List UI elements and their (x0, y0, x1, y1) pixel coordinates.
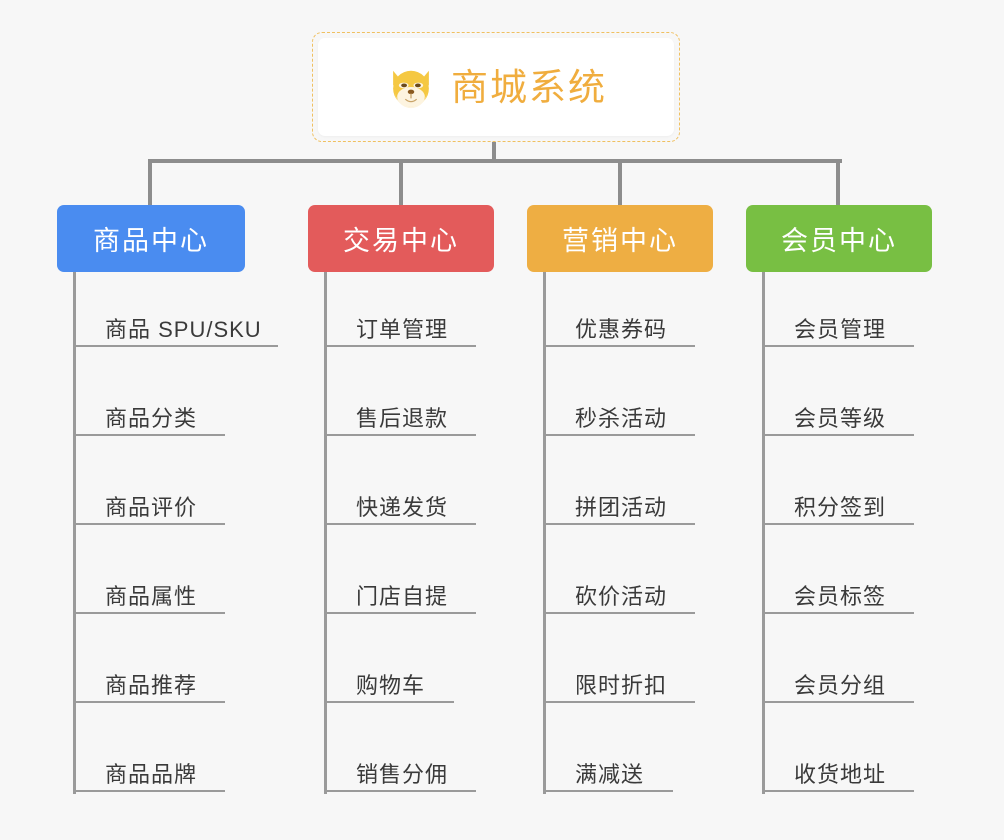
menu-item-rule (324, 523, 476, 525)
menu-item-label: 商品属性 (105, 584, 198, 609)
menu-item-label: 购物车 (356, 673, 426, 698)
menu-item[interactable]: 门店自提 (324, 544, 476, 614)
menu-item[interactable]: 订单管理 (324, 277, 476, 347)
menu-item[interactable]: 商品属性 (73, 544, 225, 614)
menu-item[interactable]: 销售分佣 (324, 722, 476, 792)
menu-item-rule (543, 434, 695, 436)
menu-item-label: 销售分佣 (356, 762, 449, 787)
menu-item[interactable]: 售后退款 (324, 366, 476, 436)
menu-item-rule (73, 612, 225, 614)
menu-item[interactable]: 商品品牌 (73, 722, 225, 792)
menu-item[interactable]: 会员分组 (762, 633, 914, 703)
menu-item-label: 会员管理 (794, 317, 887, 342)
category-header-trade-center[interactable]: 交易中心 (308, 205, 494, 272)
menu-item-rule (543, 523, 695, 525)
menu-item-rule (762, 434, 914, 436)
menu-item-label: 限时折扣 (575, 673, 668, 698)
menu-item-label: 优惠券码 (575, 317, 668, 342)
menu-item-label: 商品推荐 (105, 673, 198, 698)
column-spine (762, 272, 765, 794)
root-node[interactable]: 商城系统 (312, 32, 680, 142)
category-header-label: 会员中心 (781, 226, 897, 256)
menu-item[interactable]: 优惠券码 (543, 277, 695, 347)
menu-item-label: 快递发货 (356, 495, 449, 520)
menu-item-label: 订单管理 (356, 317, 449, 342)
menu-item-rule (324, 701, 454, 703)
menu-item[interactable]: 拼团活动 (543, 455, 695, 525)
menu-item[interactable]: 限时折扣 (543, 633, 695, 703)
menu-item-label: 积分签到 (794, 495, 887, 520)
menu-item-label: 会员分组 (794, 673, 887, 698)
category-header-member-center[interactable]: 会员中心 (746, 205, 932, 272)
menu-item-rule (762, 612, 914, 614)
menu-item-rule (73, 701, 225, 703)
menu-item-rule (543, 345, 695, 347)
connector-drop-trade-center (399, 159, 403, 207)
menu-item-rule (73, 790, 225, 792)
menu-item-label: 砍价活动 (575, 584, 668, 609)
menu-item[interactable]: 商品分类 (73, 366, 225, 436)
menu-item[interactable]: 会员管理 (762, 277, 914, 347)
connector-stem (492, 142, 496, 162)
menu-item-label: 商品 SPU/SKU (105, 317, 262, 342)
column-spine (73, 272, 76, 794)
menu-item[interactable]: 商品评价 (73, 455, 225, 525)
menu-item-rule (324, 612, 476, 614)
connector-drop-member-center (836, 159, 840, 207)
menu-item[interactable]: 收货地址 (762, 722, 914, 792)
menu-item-rule (543, 612, 695, 614)
menu-item[interactable]: 快递发货 (324, 455, 476, 525)
menu-item-rule (324, 790, 476, 792)
menu-item-label: 收货地址 (794, 762, 887, 787)
menu-item[interactable]: 满减送 (543, 722, 673, 792)
root-title: 商城系统 (451, 66, 607, 108)
menu-item-label: 商品评价 (105, 495, 198, 520)
menu-item-rule (324, 345, 476, 347)
category-header-label: 营销中心 (562, 226, 678, 256)
menu-item[interactable]: 会员等级 (762, 366, 914, 436)
menu-item[interactable]: 购物车 (324, 633, 454, 703)
menu-item-label: 会员等级 (794, 406, 887, 431)
menu-item-label: 门店自提 (356, 584, 449, 609)
menu-item[interactable]: 积分签到 (762, 455, 914, 525)
menu-item-label: 拼团活动 (575, 495, 668, 520)
menu-item[interactable]: 商品 SPU/SKU (73, 277, 278, 347)
menu-item[interactable]: 秒杀活动 (543, 366, 695, 436)
menu-item-rule (324, 434, 476, 436)
menu-item-label: 秒杀活动 (575, 406, 668, 431)
connector-drop-marketing-center (618, 159, 622, 207)
menu-item-label: 商品分类 (105, 406, 198, 431)
category-header-product-center[interactable]: 商品中心 (57, 205, 245, 272)
column-spine (324, 272, 327, 794)
menu-item-rule (73, 345, 278, 347)
connector-drop-product-center (148, 159, 152, 207)
category-header-marketing-center[interactable]: 营销中心 (527, 205, 713, 272)
menu-item[interactable]: 砍价活动 (543, 544, 695, 614)
menu-item-rule (762, 345, 914, 347)
shiba-dog-icon (385, 61, 437, 113)
menu-item-rule (543, 701, 695, 703)
menu-item-rule (73, 523, 225, 525)
category-header-label: 商品中心 (93, 226, 209, 256)
menu-item-label: 满减送 (575, 762, 645, 787)
menu-item-label: 售后退款 (356, 406, 449, 431)
root-node-inner: 商城系统 (318, 38, 674, 136)
menu-item-rule (762, 523, 914, 525)
menu-item-rule (543, 790, 673, 792)
menu-item[interactable]: 商品推荐 (73, 633, 225, 703)
menu-item[interactable]: 会员标签 (762, 544, 914, 614)
connector-horizontal-bar (150, 159, 842, 163)
category-header-label: 交易中心 (343, 226, 459, 256)
menu-item-rule (762, 790, 914, 792)
menu-item-rule (73, 434, 225, 436)
column-spine (543, 272, 546, 794)
menu-item-label: 会员标签 (794, 584, 887, 609)
menu-item-rule (762, 701, 914, 703)
menu-item-label: 商品品牌 (105, 762, 198, 787)
